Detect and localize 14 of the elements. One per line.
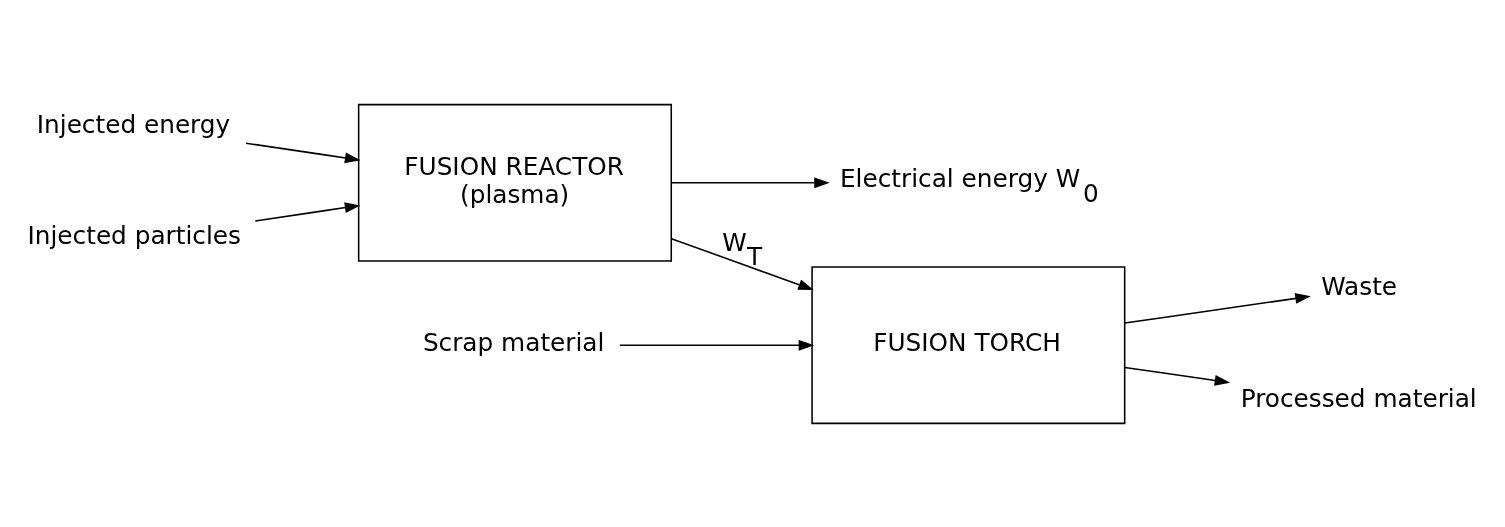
- node-text: Injected energy: [36, 109, 231, 139]
- node-text: Injected particles: [27, 220, 241, 250]
- node-text: Processed material: [1240, 383, 1477, 413]
- arrow: [619, 339, 815, 351]
- arrow: [670, 237, 814, 290]
- node-text: Waste: [1321, 271, 1398, 301]
- node-text: Scrap material: [422, 327, 605, 357]
- node-box: FUSION TORCH: [811, 265, 1126, 424]
- node-box: FUSION REACTOR (plasma): [357, 103, 673, 262]
- arrow: [1124, 366, 1231, 386]
- arrow: [254, 201, 361, 222]
- arrow: [245, 141, 361, 163]
- arrow: [670, 176, 830, 188]
- arrow: [1124, 292, 1311, 324]
